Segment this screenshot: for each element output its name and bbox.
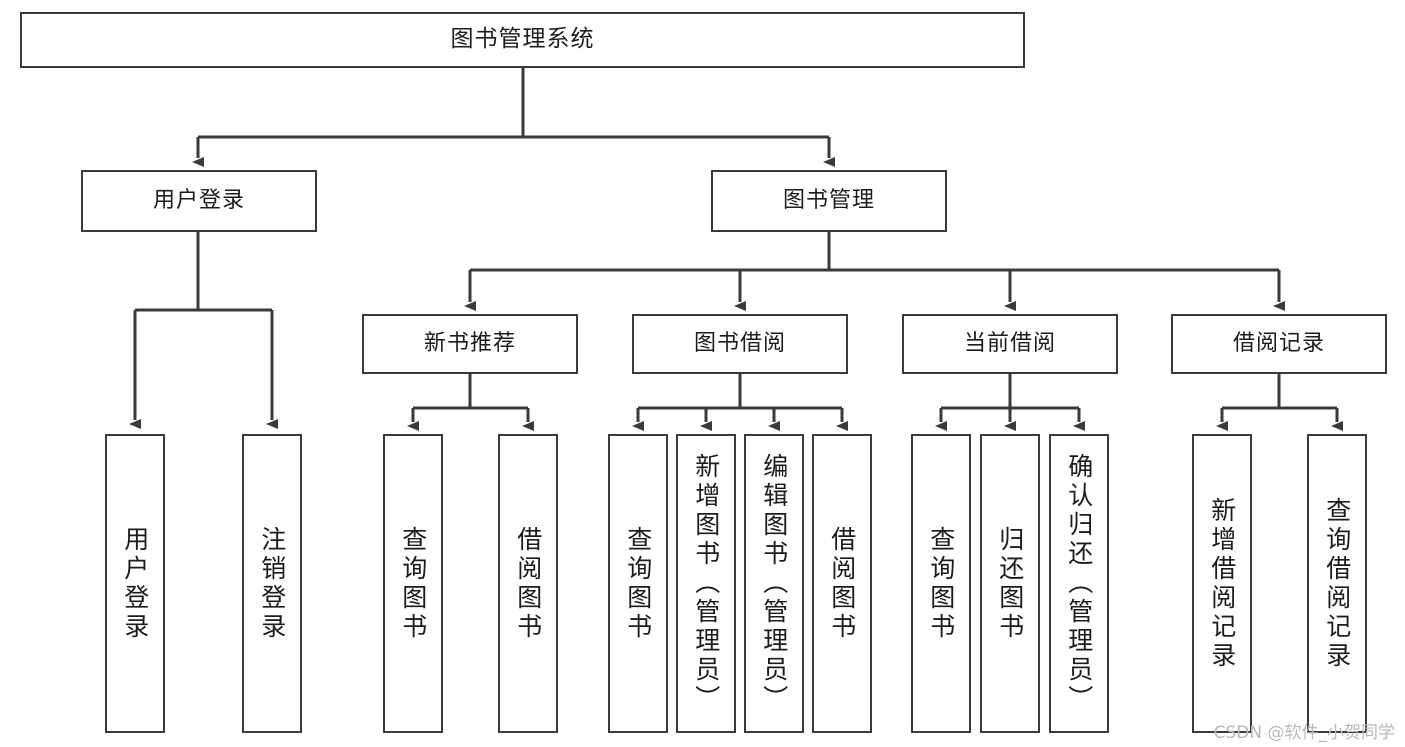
node-leaf-edit-book[interactable]: 编辑图书（管理员） bbox=[744, 434, 804, 733]
node-leaf-add-borrow-record-label: 新增借阅记录 bbox=[1207, 496, 1237, 671]
node-book-borrow-label: 图书借阅 bbox=[693, 331, 786, 357]
node-user-login-label: 用户登录 bbox=[152, 188, 245, 214]
node-leaf-borrow-book-1[interactable]: 借阅图书 bbox=[498, 434, 558, 733]
node-leaf-add-book-label: 新增图书（管理员） bbox=[691, 453, 721, 714]
node-leaf-borrow-book-2[interactable]: 借阅图书 bbox=[812, 434, 872, 733]
node-leaf-logout-label: 注销登录 bbox=[257, 525, 287, 642]
node-user-login[interactable]: 用户登录 bbox=[81, 170, 317, 232]
node-leaf-add-borrow-record[interactable]: 新增借阅记录 bbox=[1192, 434, 1252, 733]
node-leaf-logout[interactable]: 注销登录 bbox=[242, 434, 302, 733]
node-leaf-query-book-2[interactable]: 查询图书 bbox=[608, 434, 668, 733]
node-leaf-query-book-3-label: 查询图书 bbox=[926, 525, 956, 642]
node-leaf-return-book[interactable]: 归还图书 bbox=[980, 434, 1040, 733]
node-root-label: 图书管理系统 bbox=[450, 26, 595, 53]
node-leaf-add-book[interactable]: 新增图书（管理员） bbox=[676, 434, 736, 733]
node-leaf-query-book-1[interactable]: 查询图书 bbox=[383, 434, 443, 733]
node-borrow-record[interactable]: 借阅记录 bbox=[1171, 314, 1387, 374]
node-leaf-return-book-label: 归还图书 bbox=[995, 525, 1025, 642]
node-book-borrow[interactable]: 图书借阅 bbox=[632, 314, 848, 374]
node-leaf-query-book-3[interactable]: 查询图书 bbox=[911, 434, 971, 733]
node-new-book-recommend-label: 新书推荐 bbox=[423, 331, 516, 357]
node-leaf-confirm-return[interactable]: 确认归还（管理员） bbox=[1049, 434, 1109, 733]
node-book-management[interactable]: 图书管理 bbox=[711, 170, 947, 232]
node-leaf-borrow-book-1-label: 借阅图书 bbox=[513, 525, 543, 642]
node-leaf-query-book-2-label: 查询图书 bbox=[623, 525, 653, 642]
node-leaf-query-borrow-record[interactable]: 查询借阅记录 bbox=[1307, 434, 1367, 733]
node-current-borrow-label: 当前借阅 bbox=[963, 331, 1056, 357]
node-leaf-edit-book-label: 编辑图书（管理员） bbox=[759, 453, 789, 714]
node-leaf-user-login-label: 用户登录 bbox=[120, 525, 150, 642]
node-leaf-user-login[interactable]: 用户登录 bbox=[105, 434, 165, 733]
node-current-borrow[interactable]: 当前借阅 bbox=[902, 314, 1118, 374]
node-leaf-confirm-return-label: 确认归还（管理员） bbox=[1064, 453, 1094, 714]
node-book-management-label: 图书管理 bbox=[782, 188, 875, 214]
node-new-book-recommend[interactable]: 新书推荐 bbox=[362, 314, 578, 374]
node-leaf-query-borrow-record-label: 查询借阅记录 bbox=[1322, 496, 1352, 671]
node-borrow-record-label: 借阅记录 bbox=[1232, 331, 1325, 357]
node-leaf-query-book-1-label: 查询图书 bbox=[398, 525, 428, 642]
node-leaf-borrow-book-2-label: 借阅图书 bbox=[827, 525, 857, 642]
node-root[interactable]: 图书管理系统 bbox=[20, 12, 1025, 68]
